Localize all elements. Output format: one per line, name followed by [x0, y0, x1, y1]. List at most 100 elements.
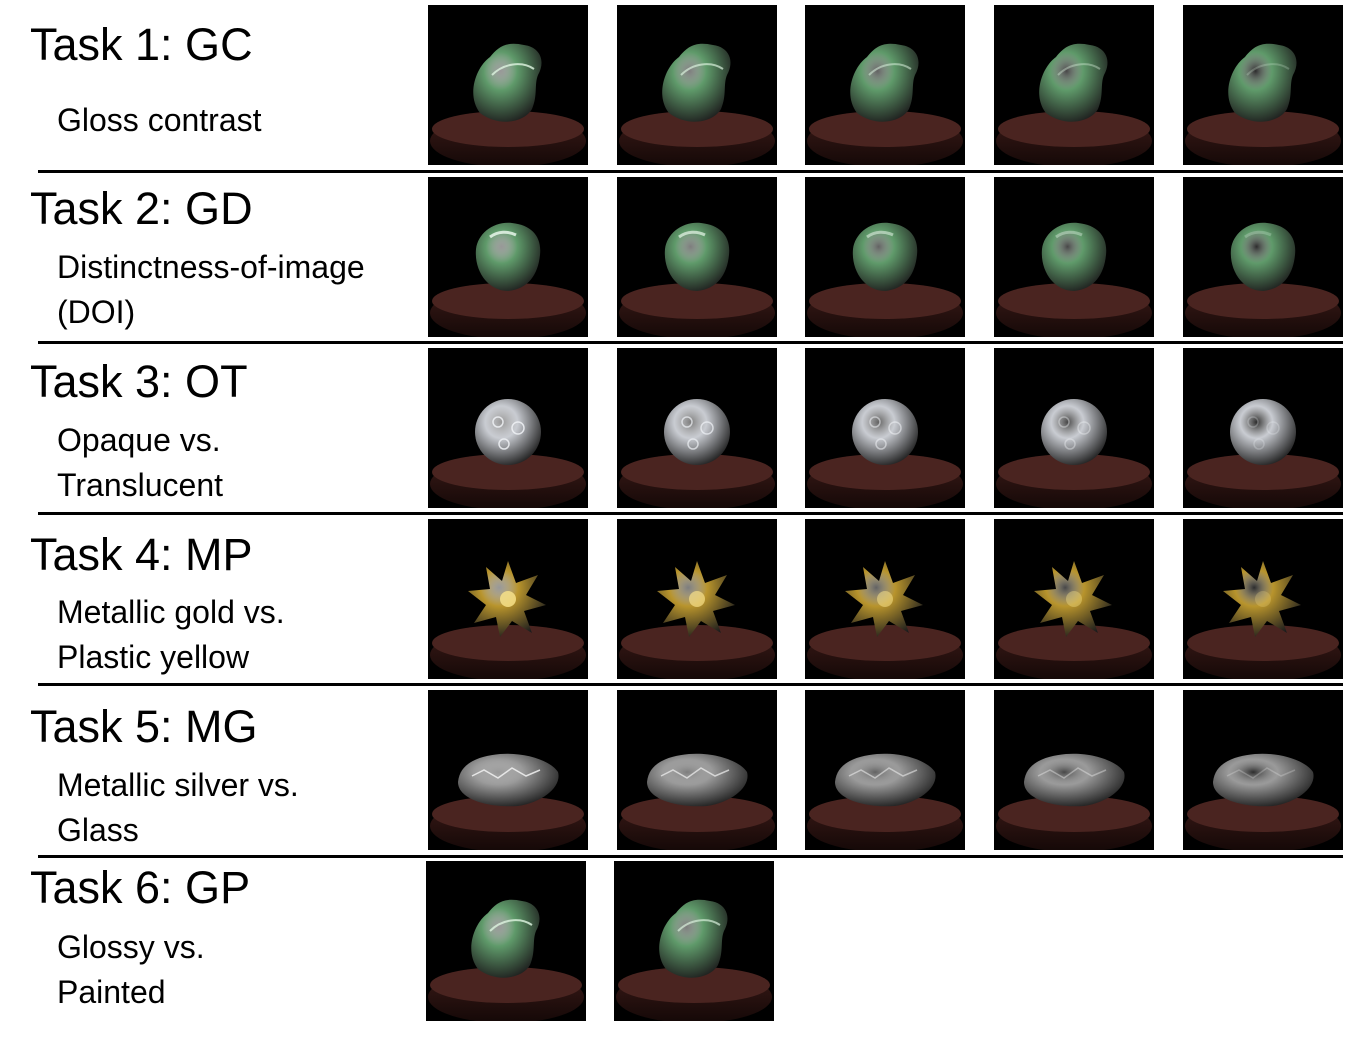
row-divider	[38, 683, 1343, 686]
stimulus-thumbnail	[994, 177, 1154, 337]
task-title: Task 5: MG	[30, 701, 258, 752]
stimulus-thumbnail	[428, 348, 588, 508]
render-image	[428, 177, 588, 337]
task-title: Task 4: MP	[30, 529, 253, 580]
row-divider	[38, 855, 1343, 858]
stimulus-thumbnail	[1183, 5, 1343, 165]
stimulus-thumbnail	[805, 5, 965, 165]
render-image	[426, 861, 586, 1021]
stimulus-thumbnail	[617, 177, 777, 337]
task-description-line: Glossy vs.	[57, 929, 205, 965]
task-title: Task 6: GP	[30, 862, 251, 913]
task-description-line: Distinctness-of-image	[57, 249, 365, 285]
pedestal-top	[809, 625, 961, 661]
render-image	[994, 519, 1154, 679]
stimulus-thumbnail	[426, 861, 586, 1021]
pedestal-top	[432, 111, 584, 147]
render-image	[994, 348, 1154, 508]
stimulus-thumbnail	[428, 177, 588, 337]
task-description: Metallic gold vs.Plastic yellow	[57, 590, 285, 680]
render-image	[617, 177, 777, 337]
pedestal-top	[998, 111, 1150, 147]
stimulus-thumbnail	[805, 519, 965, 679]
render-image	[805, 690, 965, 850]
stimulus-thumbnail	[428, 5, 588, 165]
render-image	[994, 690, 1154, 850]
pedestal-top	[432, 796, 584, 832]
stimulus-thumbnail	[614, 861, 774, 1021]
pedestal-top	[809, 454, 961, 490]
pedestal-top	[621, 283, 773, 319]
row-divider	[38, 512, 1343, 515]
task-description-line: Plastic yellow	[57, 639, 250, 675]
task-description-line: Opaque vs.	[57, 422, 221, 458]
pedestal-top	[621, 454, 773, 490]
render-image	[614, 861, 774, 1021]
task-description-line: Metallic silver vs.	[57, 767, 299, 803]
render-image	[617, 690, 777, 850]
render-image	[617, 348, 777, 508]
render-image	[805, 519, 965, 679]
render-image	[805, 5, 965, 165]
render-image	[805, 177, 965, 337]
stimulus-thumbnail	[1183, 177, 1343, 337]
render-image	[994, 5, 1154, 165]
stimulus-thumbnail	[617, 348, 777, 508]
stimulus-thumbnail	[994, 690, 1154, 850]
pedestal-top	[432, 454, 584, 490]
stimulus-thumbnail	[994, 348, 1154, 508]
row-divider	[38, 170, 1343, 173]
stimulus-thumbnail	[805, 348, 965, 508]
stimulus-thumbnail	[428, 519, 588, 679]
render-image	[1183, 5, 1343, 165]
stimulus-thumbnail	[1183, 348, 1343, 508]
pedestal-top	[621, 796, 773, 832]
pedestal-top	[618, 967, 770, 1003]
stimulus-thumbnail	[1183, 690, 1343, 850]
task-description: Opaque vs. Translucent	[57, 418, 223, 508]
pedestal-top	[432, 283, 584, 319]
render-image	[428, 519, 588, 679]
stimulus-thumbnail	[994, 519, 1154, 679]
pedestal-top	[621, 111, 773, 147]
pedestal-top	[1187, 283, 1339, 319]
pedestal-top	[430, 967, 582, 1003]
stimulus-thumbnail	[994, 5, 1154, 165]
task-description-line: Gloss contrast	[57, 102, 262, 138]
render-image	[428, 348, 588, 508]
stimulus-thumbnail	[805, 177, 965, 337]
render-image	[428, 5, 588, 165]
stimulus-thumbnail	[428, 690, 588, 850]
task-description-line: Translucent	[57, 467, 223, 503]
task-description-line: (DOI)	[57, 294, 136, 330]
task-description-line: Glass	[57, 812, 139, 848]
pedestal-top	[1187, 625, 1339, 661]
render-image	[617, 5, 777, 165]
stimulus-thumbnail	[617, 519, 777, 679]
pedestal-top	[432, 625, 584, 661]
pedestal-top	[1187, 796, 1339, 832]
pedestal-top	[998, 454, 1150, 490]
row-divider	[38, 341, 1343, 344]
task-title: Task 1: GC	[30, 19, 253, 70]
task-description: Metallic silver vs. Glass	[57, 763, 299, 853]
render-image	[1183, 519, 1343, 679]
pedestal-top	[1187, 111, 1339, 147]
task-description: Glossy vs. Painted	[57, 925, 205, 1015]
stimulus-thumbnail	[617, 5, 777, 165]
pedestal-top	[998, 283, 1150, 319]
stimulus-thumbnail	[805, 690, 965, 850]
render-image	[428, 690, 588, 850]
render-image	[1183, 690, 1343, 850]
pedestal-top	[998, 796, 1150, 832]
render-image	[805, 348, 965, 508]
task-description-line: Painted	[57, 974, 166, 1010]
pedestal-top	[621, 625, 773, 661]
render-image	[617, 519, 777, 679]
pedestal-top	[809, 796, 961, 832]
task-title: Task 2: GD	[30, 183, 253, 234]
pedestal-top	[809, 283, 961, 319]
pedestal-top	[809, 111, 961, 147]
stimulus-thumbnail	[1183, 519, 1343, 679]
task-description: Gloss contrast	[57, 98, 262, 143]
